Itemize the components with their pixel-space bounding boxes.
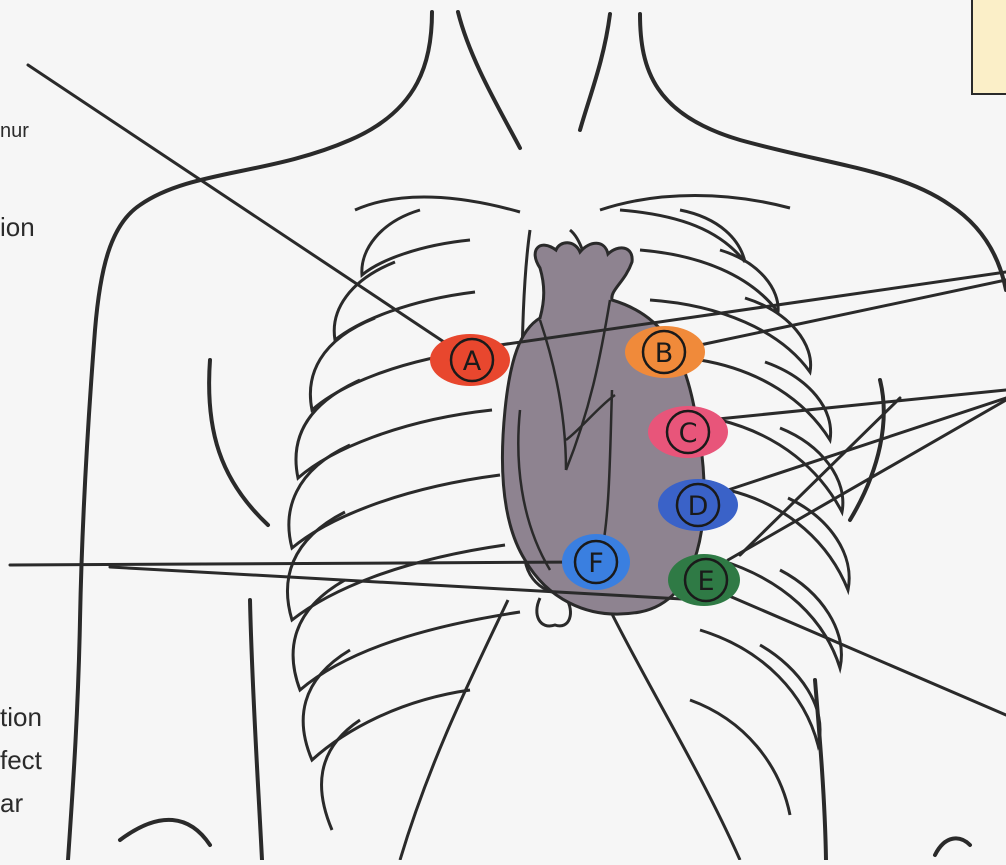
point-a[interactable]: A [430, 334, 510, 386]
side-label-fect: fect [0, 745, 42, 776]
side-label-murmur: nur [0, 120, 29, 143]
point-c[interactable]: C [648, 406, 728, 458]
point-e-label: E [697, 566, 714, 597]
legend-box [972, 0, 1006, 94]
point-f-label: F [588, 548, 604, 579]
point-d-label: D [688, 491, 709, 522]
point-f[interactable]: F [562, 534, 630, 590]
point-b[interactable]: B [625, 326, 705, 378]
point-c-label: C [679, 418, 698, 449]
side-label-tion: tion [0, 702, 42, 733]
point-a-label: A [463, 346, 482, 377]
side-label-ion: ion [0, 212, 35, 243]
point-e[interactable]: E [668, 554, 740, 606]
point-b-label: B [655, 338, 674, 369]
side-label-ar: ar [0, 788, 23, 819]
point-d[interactable]: D [658, 479, 738, 531]
